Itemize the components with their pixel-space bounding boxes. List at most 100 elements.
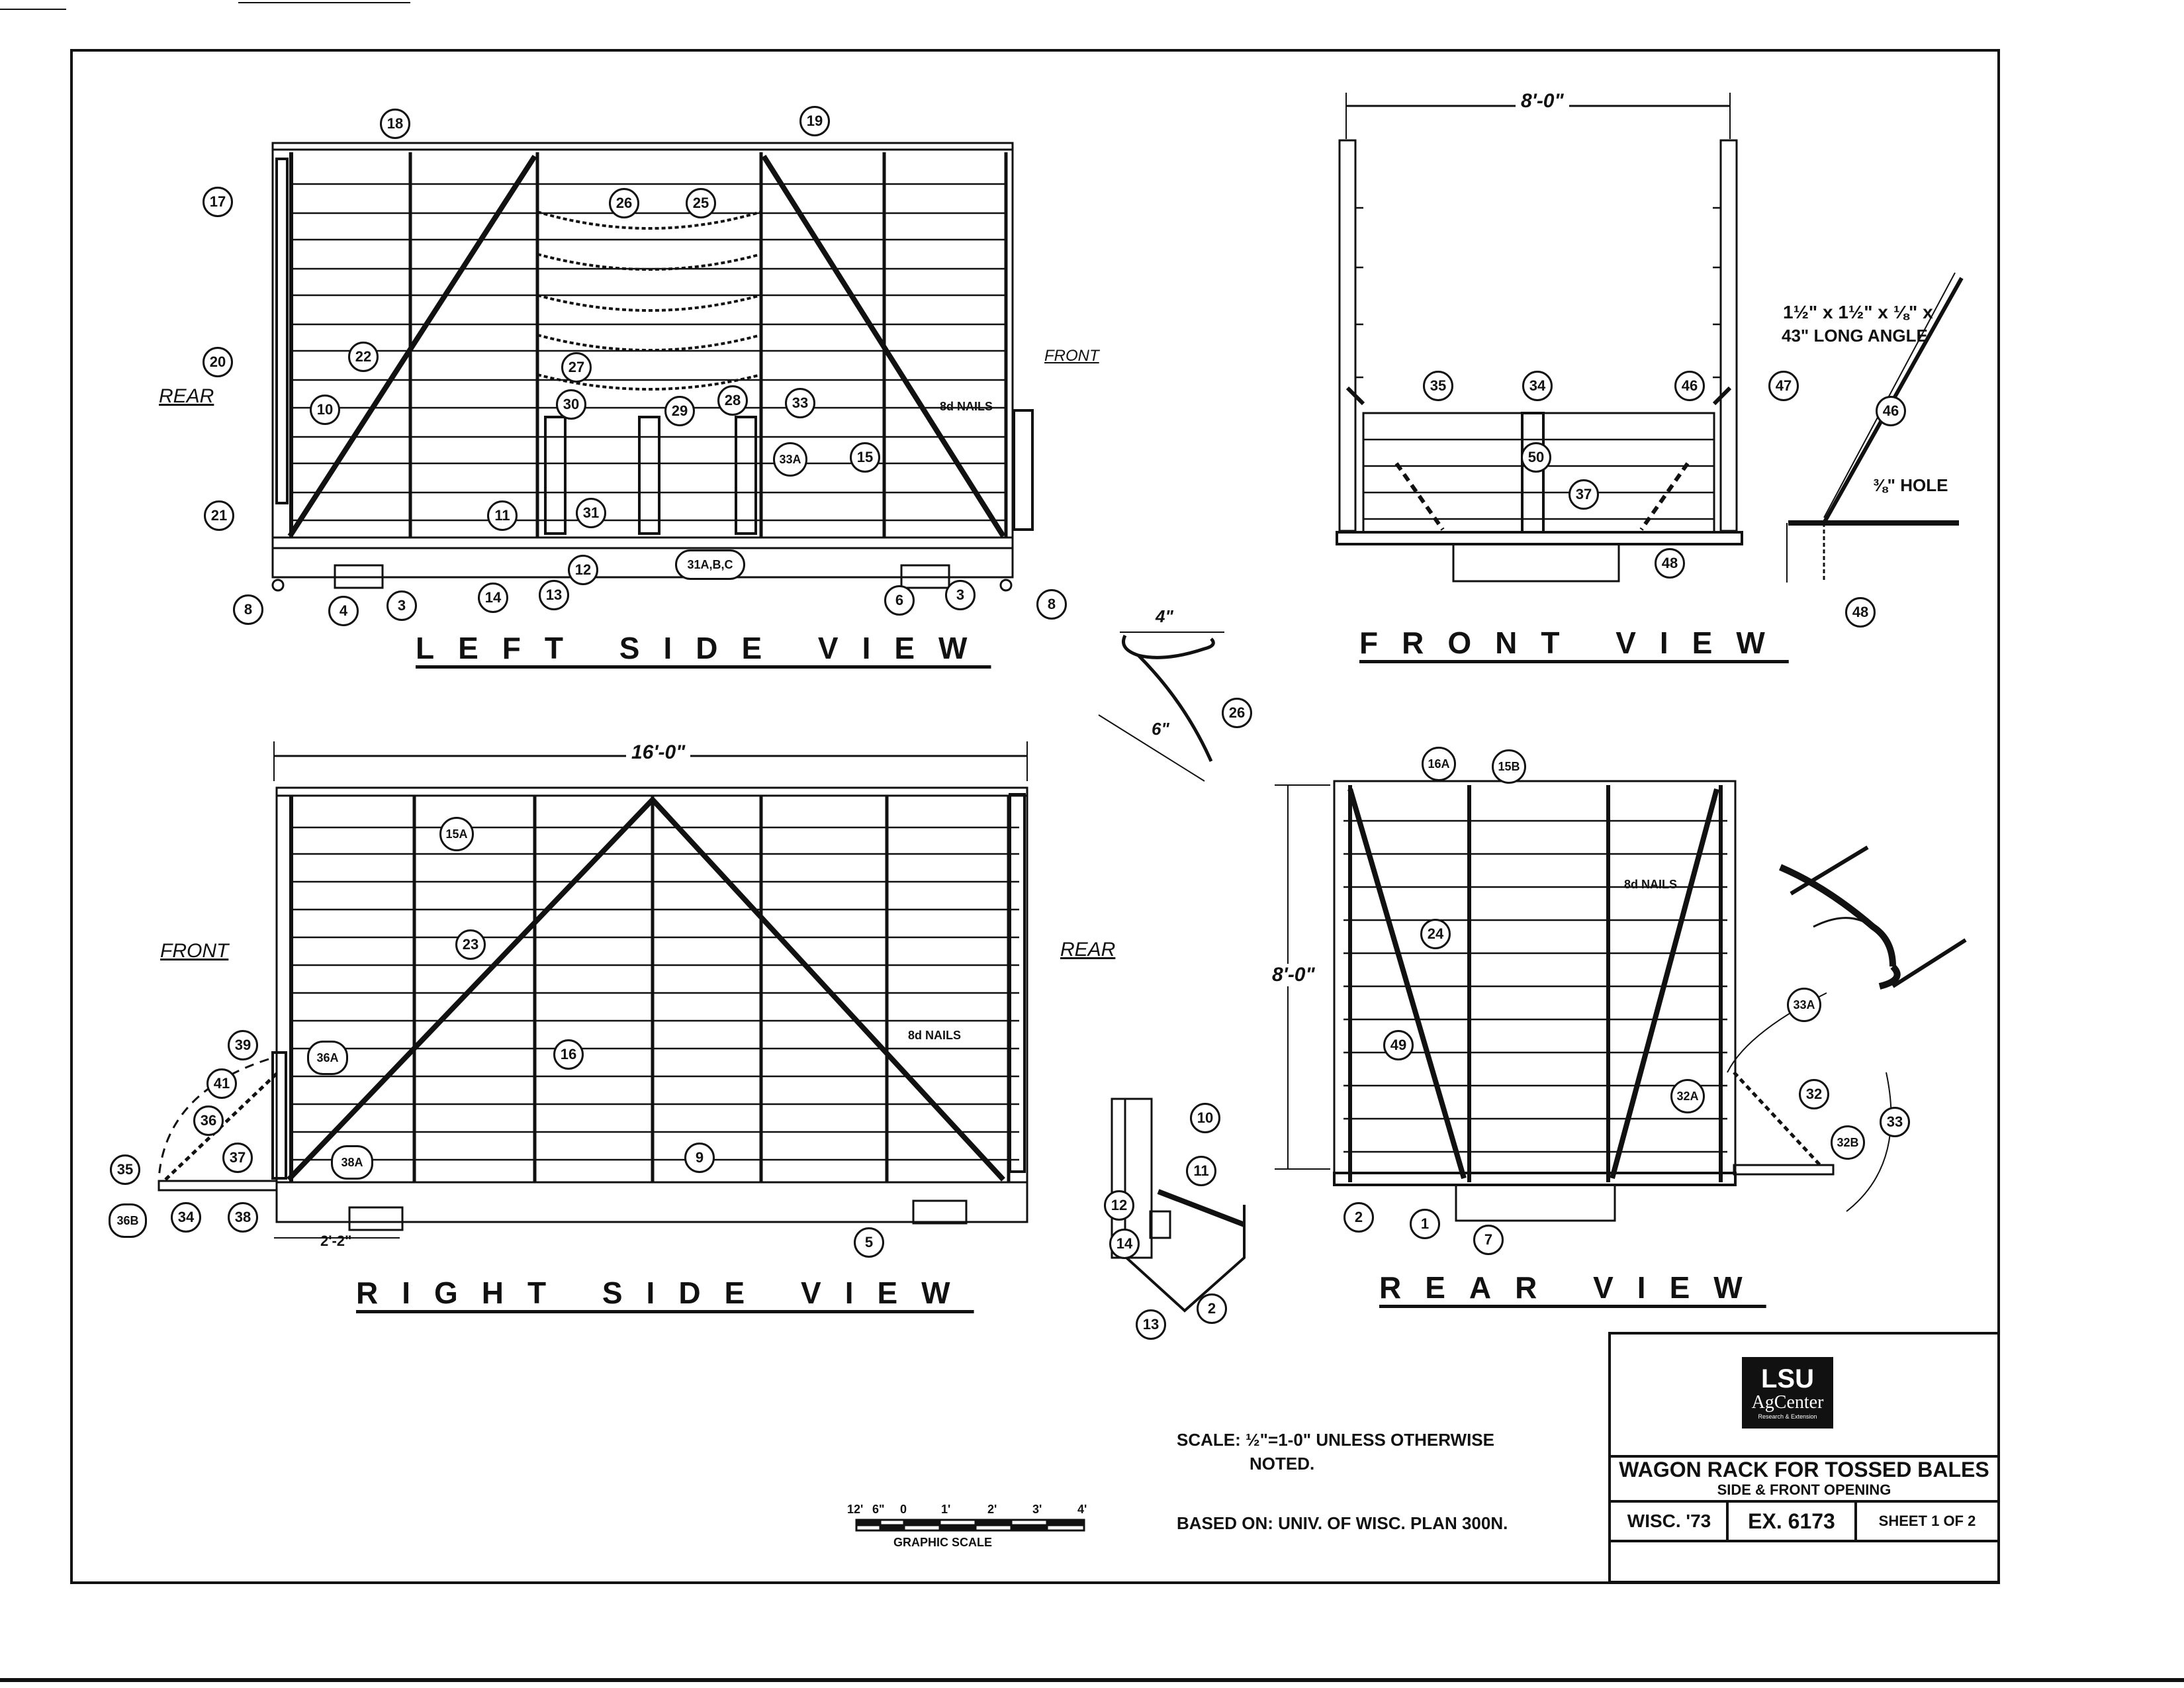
- callout-10: 10: [1190, 1103, 1220, 1133]
- scale-note-line1: SCALE: ½"=1-0" UNLESS OTHERWISE: [1177, 1430, 1494, 1450]
- graphic-scale-label: GRAPHIC SCALE: [893, 1536, 993, 1549]
- hook-length-dimension: 6": [1152, 719, 1169, 739]
- callout-15: 15: [850, 442, 880, 473]
- callout-21: 21: [204, 500, 234, 531]
- callout-46: 46: [1674, 371, 1705, 401]
- callout-46: 46: [1876, 396, 1906, 426]
- callout-6: 6: [884, 585, 915, 616]
- callout-7: 7: [1473, 1225, 1504, 1255]
- callout-14: 14: [1109, 1229, 1140, 1259]
- callout-37: 37: [1569, 479, 1599, 510]
- callout-48: 48: [1845, 597, 1876, 628]
- logo-agcenter-text: AgCenter: [1751, 1392, 1824, 1413]
- right-side-view-title: RIGHT SIDE VIEW: [356, 1276, 974, 1310]
- angle-spec-line1: 1½" x 1½" x ⅛" x: [1783, 302, 1933, 322]
- callout-33: 33: [1880, 1107, 1910, 1137]
- callout-47: 47: [1768, 371, 1799, 401]
- callout-15a: 15A: [439, 817, 474, 851]
- callout-15b: 15B: [1492, 749, 1526, 784]
- callout-31abc: 31A,B,C: [675, 549, 745, 580]
- scale-note-line2: NOTED.: [1250, 1454, 1315, 1474]
- right-length-dimension: 16'-0": [626, 741, 691, 764]
- scale-tick-label: 6": [872, 1503, 885, 1516]
- nails-note-right: 8d NAILS: [908, 1029, 962, 1042]
- stake-spacing-dimension: 2'-2": [320, 1233, 352, 1249]
- callout-9: 9: [684, 1143, 715, 1173]
- callout-33a: 33A: [773, 442, 807, 477]
- callout-37: 37: [222, 1143, 253, 1173]
- callout-5: 5: [854, 1227, 884, 1258]
- angle-spec-line2: 43" LONG ANGLE: [1782, 326, 1928, 346]
- callout-17: 17: [203, 187, 233, 217]
- title-block-sheet: SHEET 1 OF 2: [1878, 1513, 1976, 1529]
- callout-19: 19: [799, 106, 830, 136]
- callout-38a: 38A: [331, 1145, 373, 1180]
- drawing-border: [70, 49, 2000, 1584]
- title-block-title: WAGON RACK FOR TOSSED BALES: [1619, 1457, 1989, 1481]
- based-on-note: BASED ON: UNIV. OF WISC. PLAN 300N.: [1177, 1513, 1508, 1533]
- callout-16a: 16A: [1422, 747, 1456, 781]
- scale-tick-label: 12': [847, 1503, 864, 1516]
- left-side-view-title: LEFT SIDE VIEW: [416, 631, 991, 665]
- front-width-dimension: 8'-0": [1516, 90, 1569, 113]
- callout-8: 8: [233, 594, 263, 625]
- callout-2: 2: [1343, 1202, 1374, 1233]
- callout-50: 50: [1521, 442, 1551, 473]
- callout-3: 3: [387, 590, 417, 621]
- callout-12: 12: [1104, 1190, 1134, 1221]
- scale-tick-label: 2': [987, 1503, 997, 1516]
- callout-29: 29: [664, 396, 695, 426]
- callout-26: 26: [1222, 698, 1252, 728]
- callout-30: 30: [556, 389, 586, 420]
- callout-41: 41: [206, 1068, 237, 1099]
- callout-27: 27: [561, 352, 592, 383]
- callout-38: 38: [228, 1202, 258, 1233]
- callout-49: 49: [1383, 1030, 1414, 1060]
- left-front-label: FRONT: [1044, 347, 1099, 365]
- callout-12: 12: [568, 555, 598, 585]
- callout-33: 33: [785, 388, 815, 418]
- graphic-scale-bar: [855, 1519, 1085, 1532]
- callout-34: 34: [1522, 371, 1553, 401]
- callout-35: 35: [110, 1154, 140, 1185]
- scale-tick-label: 4': [1077, 1503, 1087, 1516]
- left-rear-label: REAR: [159, 385, 214, 407]
- front-view-title: FRONT VIEW: [1359, 626, 1789, 660]
- callout-25: 25: [686, 188, 716, 218]
- nails-note-left: 8d NAILS: [940, 400, 993, 413]
- title-block-subtitle: SIDE & FRONT OPENING: [1717, 1481, 1891, 1498]
- scale-tick-label: 0: [900, 1503, 907, 1516]
- logo-tagline: Research & Extension: [1758, 1413, 1817, 1420]
- callout-33a: 33A: [1787, 988, 1821, 1022]
- callout-2: 2: [1197, 1293, 1227, 1324]
- left-side-view-drawing: [271, 142, 1034, 592]
- callout-22: 22: [348, 342, 379, 372]
- callout-3: 3: [945, 580, 976, 610]
- callout-32a: 32A: [1670, 1079, 1705, 1113]
- callout-13: 13: [539, 580, 569, 610]
- callout-31: 31: [576, 498, 606, 528]
- callout-26: 26: [609, 188, 639, 218]
- callout-16: 16: [553, 1039, 584, 1070]
- callout-32b: 32B: [1831, 1125, 1865, 1160]
- callout-36a: 36A: [307, 1041, 348, 1075]
- callout-18: 18: [380, 109, 410, 139]
- right-rear-label: REAR: [1060, 939, 1116, 961]
- hook-detail-drawing: [1122, 634, 1215, 659]
- logo-lsu-text: LSU: [1761, 1364, 1814, 1393]
- callout-13: 13: [1136, 1309, 1166, 1340]
- callout-28: 28: [717, 385, 748, 416]
- nails-note-rear: 8d NAILS: [1624, 878, 1678, 891]
- rear-height-dimension: 8'-0": [1269, 964, 1318, 986]
- right-side-view-drawing: [158, 741, 1028, 1239]
- rear-view-drawing: [1275, 780, 1967, 1222]
- callout-4: 4: [328, 596, 359, 626]
- hole-spec: ⅜" HOLE: [1873, 475, 1948, 495]
- callout-14: 14: [478, 583, 508, 613]
- callout-24: 24: [1420, 919, 1451, 949]
- lsu-agcenter-logo: LSU AgCenter Research & Extension: [1742, 1357, 1833, 1429]
- callout-32: 32: [1799, 1079, 1829, 1109]
- callout-11: 11: [1186, 1156, 1216, 1186]
- right-front-label: FRONT: [160, 940, 229, 962]
